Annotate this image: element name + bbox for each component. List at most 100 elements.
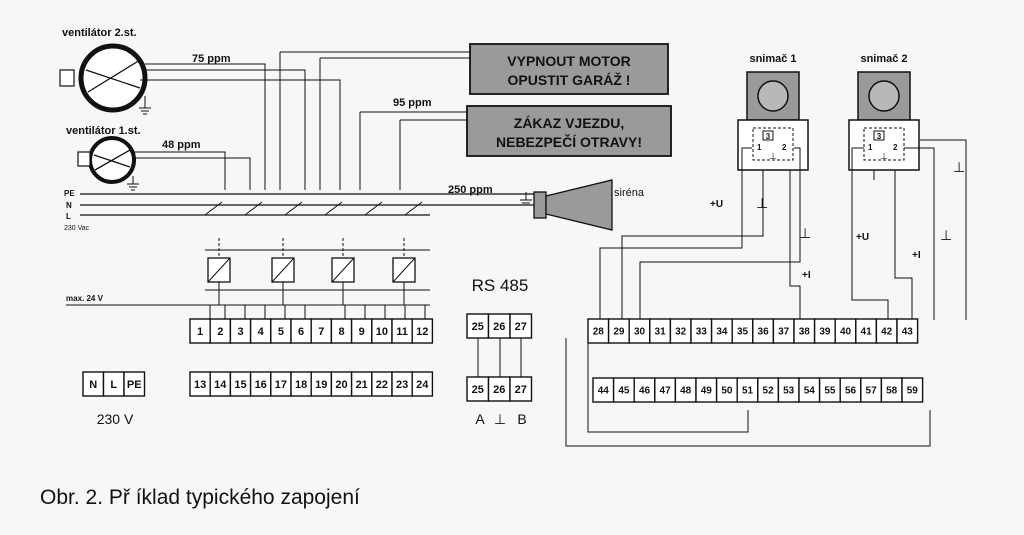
vac-label: 230 Vac bbox=[64, 225, 90, 232]
fan-1-icon bbox=[77, 136, 136, 184]
terminal-number: 52 bbox=[763, 386, 775, 397]
terminal-number: 24 bbox=[416, 379, 429, 391]
terminal-number: 25 bbox=[472, 321, 484, 333]
terminal-number: 48 bbox=[680, 386, 692, 397]
relay-coils bbox=[205, 238, 430, 305]
terminal-cell bbox=[896, 318, 919, 344]
sign-leave-garage: VYPNOUT MOTOR OPUSTIT GARÁŽ ! bbox=[469, 43, 669, 95]
svg-text:3: 3 bbox=[766, 132, 771, 141]
terminal-number: 36 bbox=[758, 327, 770, 338]
max-24v-label: max. 24 V bbox=[66, 294, 104, 303]
terminal-number: 19 bbox=[315, 379, 327, 391]
terminal-number: 18 bbox=[295, 379, 307, 391]
terminal-number: 11 bbox=[396, 326, 408, 338]
terminal-number: 50 bbox=[721, 386, 733, 397]
terminal-number: 2 bbox=[217, 326, 223, 338]
terminal-number: 5 bbox=[278, 326, 284, 338]
terminal-number: 58 bbox=[886, 386, 898, 397]
terminal-number: 10 bbox=[376, 326, 388, 338]
sign-wires bbox=[280, 51, 470, 121]
fan-2-ground-icon bbox=[139, 96, 151, 115]
terminal-number: 21 bbox=[356, 379, 368, 391]
n-label: N bbox=[66, 201, 72, 210]
sensor-1-plus-i-label: +I bbox=[802, 270, 811, 281]
terminal-number: 39 bbox=[819, 327, 831, 338]
rs485-a-label: A bbox=[475, 411, 485, 427]
terminal-number: 29 bbox=[613, 327, 625, 338]
sensor-1-label: snimač 1 bbox=[749, 53, 796, 65]
svg-text:⊥: ⊥ bbox=[940, 227, 952, 243]
terminal-block-rs485-top: 25 26 27 bbox=[466, 313, 533, 339]
rs485-label: RS 485 bbox=[472, 276, 529, 295]
ppm-250-label: 250 ppm bbox=[448, 184, 493, 196]
sensor-1-wires bbox=[599, 147, 801, 320]
siren-icon bbox=[520, 179, 613, 231]
terminal-number: 32 bbox=[675, 327, 687, 338]
terminal-number: 34 bbox=[716, 327, 728, 338]
svg-text:3: 3 bbox=[877, 132, 882, 141]
svg-text:1: 1 bbox=[757, 143, 762, 152]
terminal-number: 47 bbox=[660, 386, 672, 397]
terminal-number: 15 bbox=[234, 379, 246, 391]
terminal-number: 44 bbox=[598, 386, 610, 397]
terminal-number: 27 bbox=[515, 321, 527, 333]
terminal-number: 26 bbox=[493, 384, 505, 396]
svg-text:2: 2 bbox=[893, 143, 898, 152]
extension-loop-wires bbox=[565, 320, 931, 447]
sensor-2-label: snimač 2 bbox=[860, 53, 907, 65]
sensor-2-plus-i-label: +I bbox=[912, 250, 921, 261]
fan-1-label: ventilátor 1.st. bbox=[66, 125, 141, 137]
terminal-number: 28 bbox=[593, 327, 605, 338]
terminal-cell bbox=[411, 371, 434, 397]
l-label: L bbox=[66, 212, 71, 221]
terminal-number: 43 bbox=[902, 327, 914, 338]
terminal-number: 35 bbox=[737, 327, 749, 338]
terminal-number: 7 bbox=[318, 326, 324, 338]
relay-contacts bbox=[204, 201, 423, 216]
terminal-number: 23 bbox=[396, 379, 408, 391]
sign-no-entry: ZÁKAZ VJEZDU, NEBEZPEČÍ OTRAVY! bbox=[466, 105, 672, 157]
terminal-number: 45 bbox=[618, 386, 630, 397]
svg-text:1: 1 bbox=[868, 143, 873, 152]
sign-2-line-2: NEBEZPEČÍ OTRAVY! bbox=[496, 133, 642, 150]
terminal-number: 56 bbox=[845, 386, 857, 397]
terminal-number: 26 bbox=[493, 321, 505, 333]
terminal-number: 51 bbox=[742, 386, 754, 397]
svg-text:⊥: ⊥ bbox=[880, 151, 888, 161]
terminal-number: N bbox=[89, 379, 97, 391]
mains-lines bbox=[80, 193, 534, 216]
terminal-number: 53 bbox=[783, 386, 795, 397]
svg-text:2: 2 bbox=[782, 143, 787, 152]
terminal-number: 25 bbox=[472, 384, 484, 396]
svg-text:⊥: ⊥ bbox=[769, 151, 777, 161]
terminal-number: 3 bbox=[237, 326, 243, 338]
terminal-number: 59 bbox=[907, 386, 919, 397]
sign-1-line-1: VYPNOUT MOTOR bbox=[507, 53, 630, 69]
svg-text:⊥: ⊥ bbox=[799, 225, 811, 241]
terminal-number: 27 bbox=[515, 384, 527, 396]
ppm-48-label: 48 ppm bbox=[162, 139, 201, 151]
rs485-ground-label: ⊥ bbox=[494, 411, 506, 427]
fan-2-label: ventilátor 2.st. bbox=[62, 27, 137, 39]
terminal-number: 37 bbox=[778, 327, 790, 338]
terminal-number: 12 bbox=[416, 326, 428, 338]
fan-2-wires bbox=[140, 63, 341, 190]
fan-1-ground-icon bbox=[127, 176, 139, 191]
terminal-number: 30 bbox=[634, 327, 646, 338]
terminal-number: PE bbox=[127, 379, 142, 391]
terminal-number: 14 bbox=[214, 379, 227, 391]
terminal-number: 38 bbox=[799, 327, 811, 338]
terminal-number: 55 bbox=[824, 386, 836, 397]
terminal-block-rs485-bottom: 25 26 27 bbox=[466, 376, 533, 402]
fan-1-wires bbox=[130, 151, 251, 190]
power-voltage-label: 230 V bbox=[97, 411, 134, 427]
sensor-2-plus-u-label: +U bbox=[856, 232, 869, 243]
terminal-number: 16 bbox=[255, 379, 267, 391]
ppm-95-label: 95 ppm bbox=[393, 97, 432, 109]
